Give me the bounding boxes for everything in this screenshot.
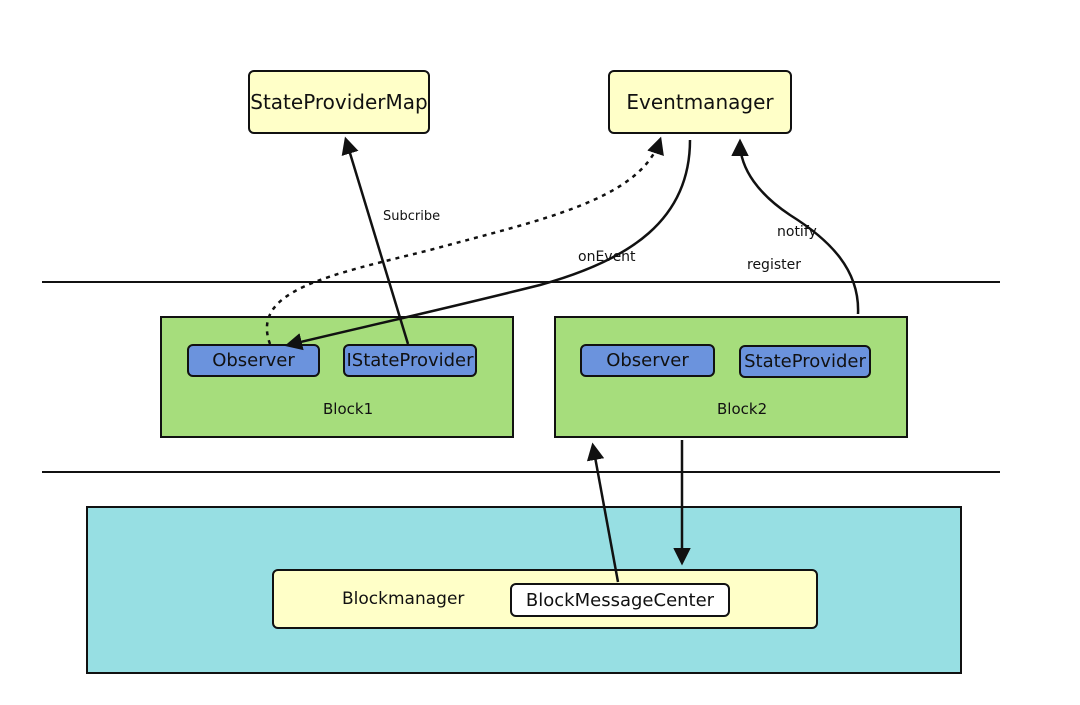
block2-observer-node: Observer (580, 344, 715, 377)
message-center-to-block2-arrow (586, 442, 620, 583)
block1-istateprovider-node: IStateProvider (343, 344, 477, 377)
block2-label: Block2 (717, 400, 768, 418)
on-event-label: onEvent (578, 249, 636, 265)
block2-stateprovider-node: StateProvider (739, 345, 871, 378)
notify-label: notify (777, 224, 817, 240)
block1-container (160, 316, 514, 438)
subcribe-label: Subcribe (383, 209, 441, 224)
state-provider-map-node: StateProviderMap (248, 70, 430, 134)
event-manager-node: Eventmanager (608, 70, 792, 134)
observer-dashed-arrow (265, 136, 664, 345)
subcribe-arrow (341, 136, 410, 345)
register-label: register (747, 257, 801, 273)
on-event-arrow (284, 139, 692, 351)
block-message-center-node: BlockMessageCenter (510, 583, 730, 617)
block1-observer-node: Observer (187, 344, 320, 377)
block1-label: Block1 (323, 400, 374, 418)
blockmanager-label: Blockmanager (342, 589, 465, 609)
notify-register-arrow (731, 138, 860, 315)
